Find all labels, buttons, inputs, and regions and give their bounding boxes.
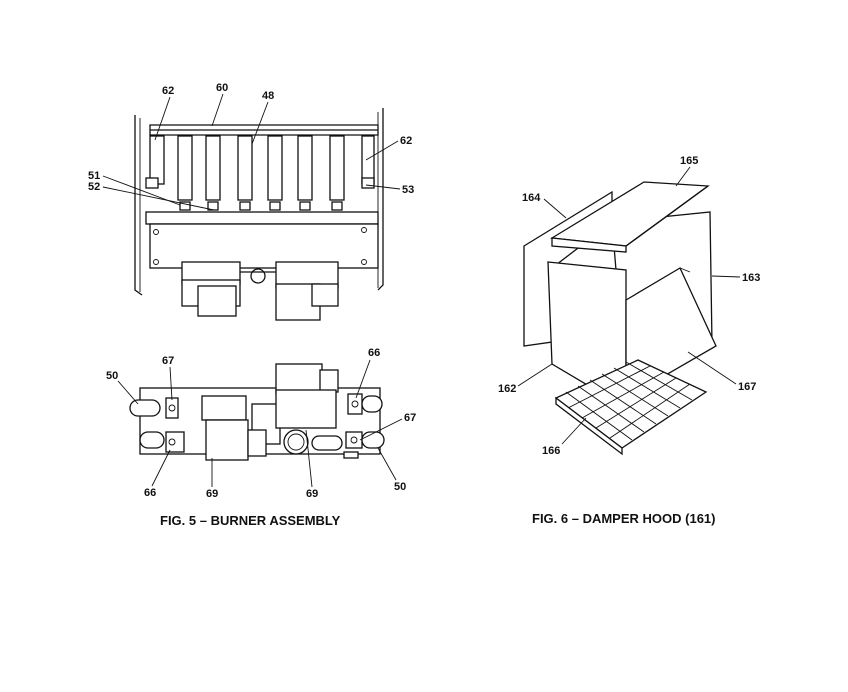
callout-66-left: 66 (144, 487, 156, 499)
orifices (145, 177, 375, 211)
callouts-fig6: 165 164 163 162 167 166 (498, 155, 760, 457)
callout-62-left: 62 (162, 85, 174, 97)
callout-167: 167 (738, 381, 756, 393)
callout-52: 52 (88, 181, 100, 193)
callout-67-right: 67 (404, 412, 416, 424)
callout-162: 162 (498, 383, 516, 395)
fig6-caption: FIG. 6 – DAMPER HOOD (161) (532, 511, 715, 526)
callout-51: 51 (88, 170, 100, 182)
callout-48: 48 (262, 90, 274, 102)
burner-assembly-bottom-view (129, 363, 385, 461)
damper-hood (523, 181, 717, 456)
callouts-top-view: 62 60 48 62 51 52 53 (88, 82, 414, 211)
callout-67-left: 67 (162, 355, 174, 367)
callout-163: 163 (742, 272, 760, 284)
callout-60: 60 (216, 82, 228, 94)
callout-166: 166 (542, 445, 560, 457)
callout-164: 164 (522, 192, 541, 204)
gas-valves (181, 261, 339, 321)
grille-mesh (565, 361, 693, 441)
burner-tubes (149, 135, 375, 201)
callout-69-left: 69 (206, 488, 218, 500)
burner-assembly-top-view (134, 108, 384, 321)
callout-50-left: 50 (106, 370, 118, 382)
callout-69-right: 69 (306, 488, 318, 500)
callouts-bottom-view: 50 67 66 66 69 69 67 50 (106, 347, 416, 500)
callout-62-right: 62 (400, 135, 412, 147)
callout-165: 165 (680, 155, 698, 167)
callout-66-right: 66 (368, 347, 380, 359)
callout-50-right: 50 (394, 481, 406, 493)
fig5-caption: FIG. 5 – BURNER ASSEMBLY (160, 513, 341, 528)
callout-53: 53 (402, 184, 414, 196)
